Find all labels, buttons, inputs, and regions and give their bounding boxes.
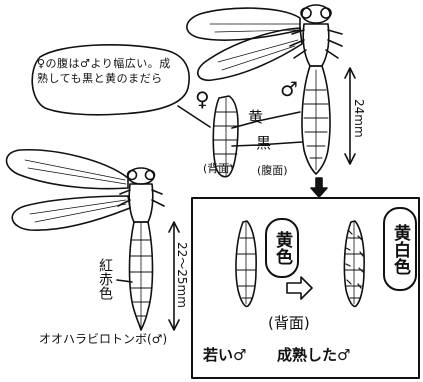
- young-label: 若い♂: [203, 348, 246, 363]
- red-color-label: 紅赤色: [98, 258, 112, 300]
- black-label: 黒: [256, 136, 271, 151]
- inset-dorsal-label: (背面): [268, 316, 310, 331]
- left-dragonfly-wings: [7, 150, 131, 230]
- dorsal-label: (背面): [203, 163, 234, 174]
- male-symbol: ♂: [280, 79, 298, 99]
- pill-yellow: 黄色: [265, 218, 299, 278]
- mature-label: 成熟した♂: [277, 348, 350, 363]
- yellow-label: 黄: [248, 110, 263, 125]
- down-arrow: [311, 178, 327, 197]
- young-abdomen: [236, 221, 256, 306]
- top-length-label: 24mm: [352, 99, 366, 138]
- callout-text: ♀の腹は♂より幅広い。成熟しても黒と黄のまだら: [37, 56, 177, 86]
- mature-abdomen: [344, 221, 364, 306]
- female-symbol: ♀: [195, 89, 210, 109]
- ventral-label: (腹面): [257, 165, 288, 176]
- yellow-leader: [232, 112, 300, 128]
- pill-yellow-white: 黄白色: [383, 207, 417, 291]
- left-length-label: 22〜25mm: [174, 242, 191, 308]
- transition-arrow: [287, 277, 312, 299]
- left-dragonfly-body: [118, 168, 164, 330]
- top-dragonfly-wings: [187, 8, 302, 80]
- species-caption: オオハラビロトンボ(♂): [39, 333, 167, 345]
